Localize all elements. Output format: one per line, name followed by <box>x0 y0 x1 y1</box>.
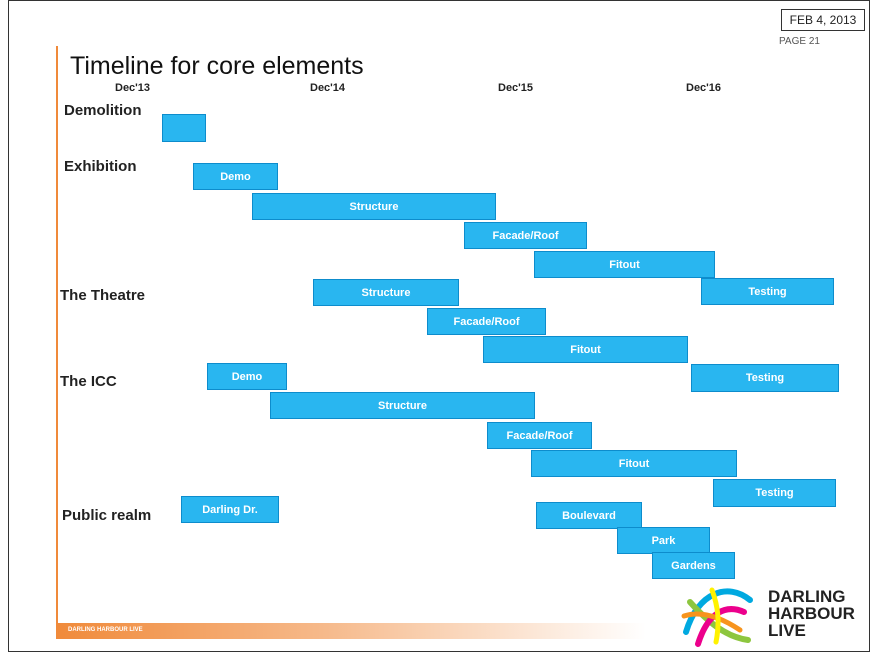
axis-label-dec15: Dec'15 <box>498 82 534 94</box>
task-bar-exhibition-structure: Structure <box>252 193 496 220</box>
task-bar-exhibition-facade-roof: Facade/Roof <box>464 222 587 249</box>
page-number: PAGE 21 <box>779 36 820 47</box>
logo-line-live: LIVE <box>768 621 806 640</box>
accent-line <box>56 46 58 630</box>
footer-text: DARLING HARBOUR LIVE <box>68 627 143 633</box>
task-bar-icc-demo: Demo <box>207 363 287 390</box>
task-bar-theatre-fitout: Fitout <box>483 336 688 363</box>
section-exhibition: Exhibition <box>64 158 137 175</box>
date-box: FEB 4, 2013 <box>781 9 865 31</box>
task-bar-public-realm-darling-dr: Darling Dr. <box>181 496 279 523</box>
task-bar-theatre-structure: Structure <box>313 279 459 306</box>
logo-line-darling: DARLING <box>768 587 846 606</box>
footer-bar <box>56 623 646 639</box>
darling-harbour-logo-icon <box>678 582 758 648</box>
task-bar-icc-facade-roof: Facade/Roof <box>487 422 592 449</box>
axis-label-dec13: Dec'13 <box>115 82 151 94</box>
task-bar-exhibition-demo: Demo <box>193 163 278 190</box>
task-bar-theatre-facade-roof: Facade/Roof <box>427 308 546 335</box>
page-title: Timeline for core elements <box>70 52 364 80</box>
section-the-theatre: The Theatre <box>60 287 146 304</box>
task-bar-exhibition-testing: Testing <box>701 278 834 305</box>
task-bar-icc-structure: Structure <box>270 392 535 419</box>
logo-line-harbour: HARBOUR <box>768 604 855 623</box>
task-bar-exhibition-fitout: Fitout <box>534 251 715 278</box>
task-bar-public-realm-gardens: Gardens <box>652 552 735 579</box>
task-bar-icc-fitout: Fitout <box>531 450 737 477</box>
task-bar-public-realm-park: Park <box>617 527 710 554</box>
task-bar-icc-testing: Testing <box>713 479 836 507</box>
task-bar-theatre-testing: Testing <box>691 364 839 392</box>
section-demolition: Demolition <box>64 102 142 119</box>
axis-label-dec16: Dec'16 <box>686 82 722 94</box>
section-public-realm: Public realm <box>62 507 152 524</box>
task-bar-demolition <box>162 114 206 142</box>
task-bar-public-realm-boulevard: Boulevard <box>536 502 642 529</box>
section-the-icc: The ICC <box>60 373 117 390</box>
axis-label-dec14: Dec'14 <box>310 82 346 94</box>
logo-text: DARLING HARBOUR LIVE <box>768 588 855 639</box>
